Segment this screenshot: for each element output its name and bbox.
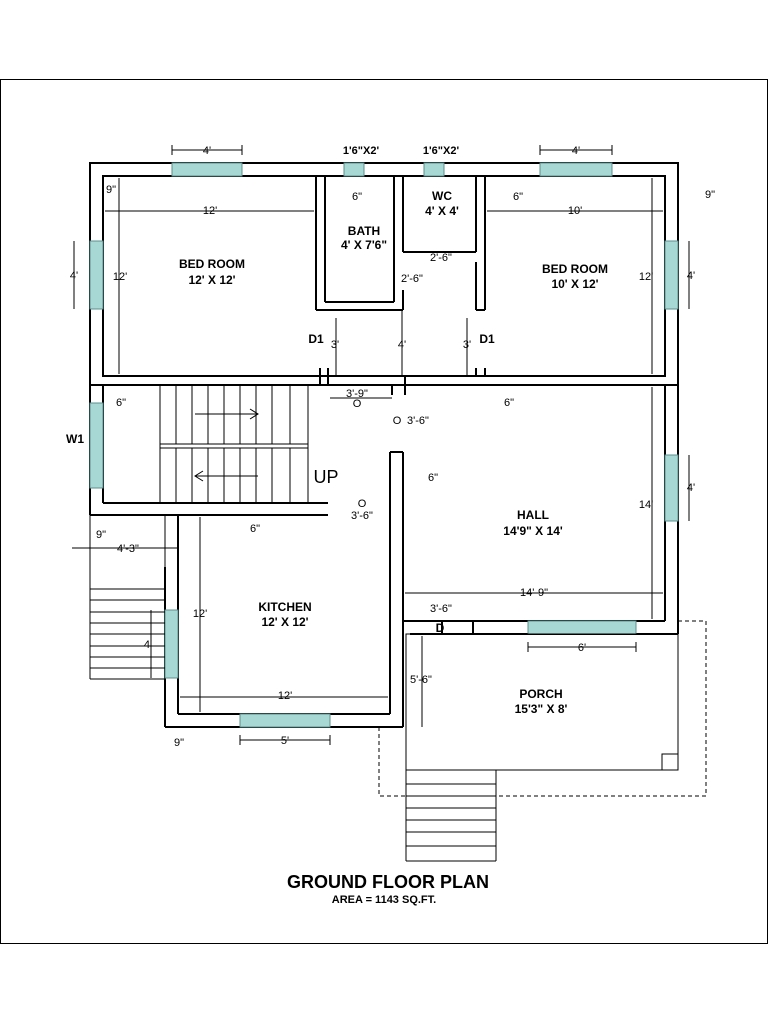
dim-k-w: 12' <box>278 690 292 702</box>
door-d-label: D <box>436 621 445 635</box>
window-hall-bottom <box>527 620 637 635</box>
dim-bed2-h: 12' <box>639 271 653 283</box>
dim-k-6in: 6" <box>250 523 260 535</box>
dim-hall-w: 14'-9" <box>520 587 548 599</box>
dim-hall-win: 4' <box>687 482 695 494</box>
wc-size: 4' X 4' <box>425 204 459 218</box>
dim-pass-4: 4' <box>398 339 406 351</box>
dim-hall-3-6: 3'-6" <box>407 415 429 427</box>
porch <box>378 620 707 862</box>
side-steps <box>89 515 166 680</box>
dim-bed1-9in: 9" <box>106 184 116 196</box>
dim-bed1-h: 12' <box>113 271 127 283</box>
window-kitchen-left <box>164 609 179 679</box>
window-bed1-top <box>171 162 243 177</box>
hall-size: 14'9" X 14' <box>503 524 563 538</box>
dim-wc-2-6: 2'-6" <box>430 252 452 264</box>
opening-o3: O <box>358 498 367 510</box>
porch-name: PORCH <box>519 687 562 701</box>
dim-bath-2-6: 2'-6" <box>401 273 423 285</box>
window-wc-vent <box>423 162 445 177</box>
dim-up-6in: 6" <box>428 472 438 484</box>
dim-k-bot-win: 5' <box>281 735 289 747</box>
opening-o2: O <box>393 415 402 427</box>
door-d1-left: D1 <box>308 332 324 346</box>
wc-name: WC <box>432 189 452 203</box>
window-kitchen-bottom <box>239 713 331 728</box>
dim-d1l-3: 3' <box>331 339 339 351</box>
dim-bed1-w: 12' <box>203 205 217 217</box>
window-bath-vent <box>343 162 365 177</box>
dim-pass-3-9: 3'-9" <box>346 388 368 400</box>
hall-name: HALL <box>517 508 549 522</box>
door-d1-right: D1 <box>479 332 495 346</box>
porch-size: 15'3" X 8' <box>515 702 568 716</box>
opening-o1: O <box>353 398 362 410</box>
dim-hall-d-3-6: 3'-6" <box>430 603 452 615</box>
dim-d1r-3: 3' <box>463 339 471 351</box>
dim-bed1-win: 4' <box>70 270 78 282</box>
window-hall-right <box>664 454 679 522</box>
window-bed1-left <box>89 240 104 310</box>
window-w1 <box>89 402 104 489</box>
dim-bath-6in: 6" <box>352 191 362 203</box>
stair-up-label: UP <box>313 467 338 487</box>
dim-k-win: 4' <box>144 639 152 651</box>
dim-bed2-9in: 9" <box>705 189 715 201</box>
bed1-size: 12' X 12' <box>188 273 235 287</box>
dim-top-right-win: 4' <box>572 145 580 157</box>
dim-wc-6in: 6" <box>513 191 523 203</box>
window-w1-label: W1 <box>66 432 84 446</box>
dim-bed2-win: 4' <box>687 270 695 282</box>
bed2-name: BED ROOM <box>542 262 608 276</box>
dim-top-left-win: 4' <box>203 145 211 157</box>
dim-stair-6in: 6" <box>116 397 126 409</box>
dim-bed2-w: 10' <box>568 205 582 217</box>
dim-k-h: 12' <box>193 608 207 620</box>
dim-k-bot-9in: 9" <box>174 737 184 749</box>
dim-step-4-3: 4'-3" <box>117 543 139 555</box>
bath-size: 4' X 7'6" <box>341 238 387 252</box>
staircase <box>159 385 309 503</box>
dim-k-9in: 9" <box>96 529 106 541</box>
dim-k-o-3-6: 3'-6" <box>351 510 373 522</box>
windows <box>89 162 679 728</box>
dim-porch-5-6: 5'-6" <box>410 674 432 686</box>
plan-area: AREA = 1143 SQ.FT. <box>332 894 436 906</box>
plan-title: GROUND FLOOR PLAN <box>287 872 489 892</box>
vent-bath-label: 1'6"X2' <box>343 145 380 157</box>
window-bed2-right <box>664 240 679 310</box>
dim-porch-win: 6' <box>578 642 586 654</box>
kitchen-name: KITCHEN <box>258 600 311 614</box>
dimension-lines <box>72 145 690 745</box>
vent-wc-label: 1'6"X2' <box>423 145 460 157</box>
window-bed2-top <box>539 162 613 177</box>
kitchen-size: 12' X 12' <box>261 615 308 629</box>
bed2-size: 10' X 12' <box>551 277 598 291</box>
dim-hall-6in: 6" <box>504 397 514 409</box>
bath-name: BATH <box>348 224 380 238</box>
bed1-name: BED ROOM <box>179 257 245 271</box>
dim-hall-h: 14' <box>639 499 653 511</box>
